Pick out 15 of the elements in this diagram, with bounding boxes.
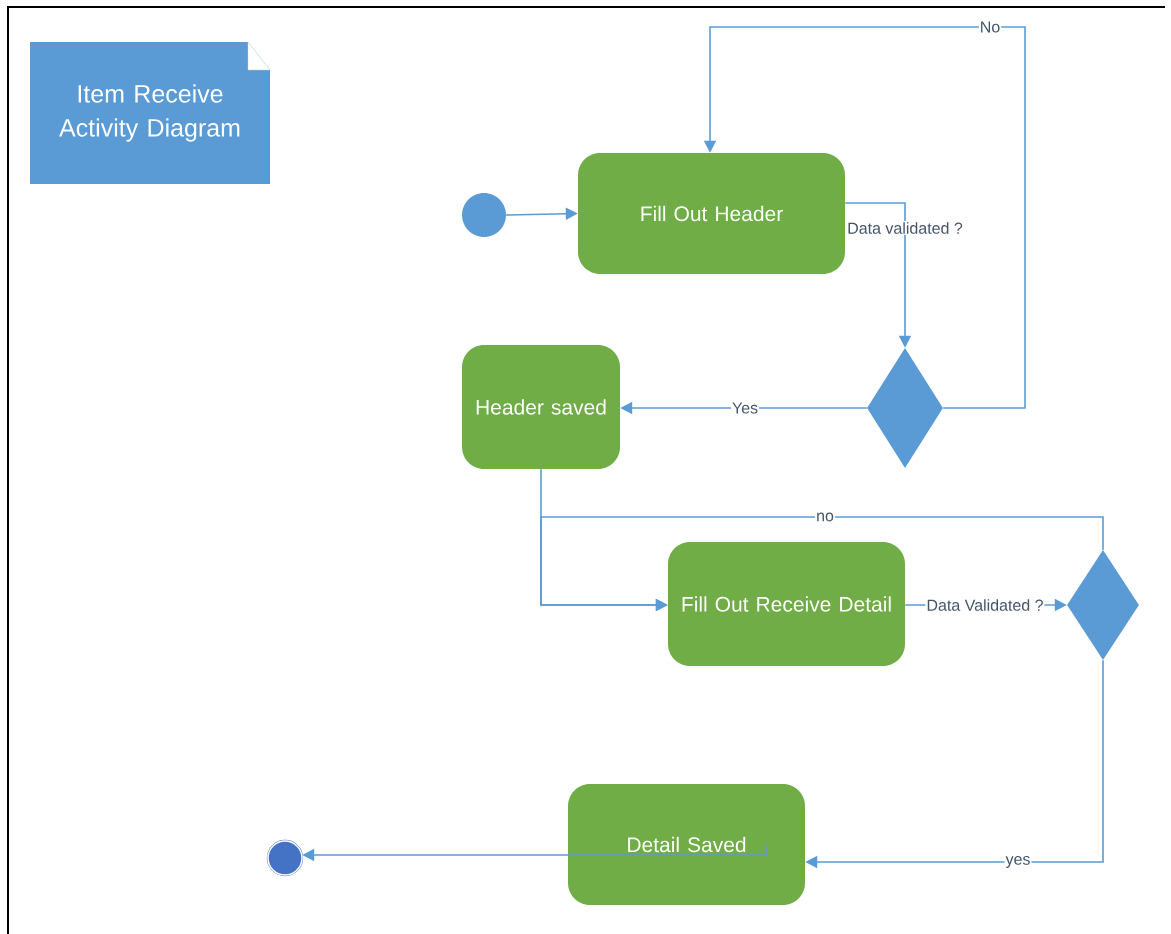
edge-label: Data validated ? xyxy=(846,221,964,235)
start-node xyxy=(462,193,506,237)
end-node xyxy=(266,839,304,877)
decision-diamond xyxy=(1067,550,1139,660)
edge-label: Data Validated ? xyxy=(925,598,1045,612)
action-box: Detail Saved xyxy=(568,784,805,905)
note-box: Item Receive Activity Diagram xyxy=(30,41,271,184)
action-box: Header saved xyxy=(462,345,620,469)
edge-label: No xyxy=(978,20,1002,34)
edge-label: yes xyxy=(1004,855,1032,869)
edge-label: Yes xyxy=(730,401,760,415)
decision-diamond xyxy=(867,348,943,468)
action-box: Fill Out Header xyxy=(578,153,845,274)
action-box: Fill Out Receive Detail xyxy=(668,542,905,666)
edge-label: no xyxy=(815,511,835,523)
